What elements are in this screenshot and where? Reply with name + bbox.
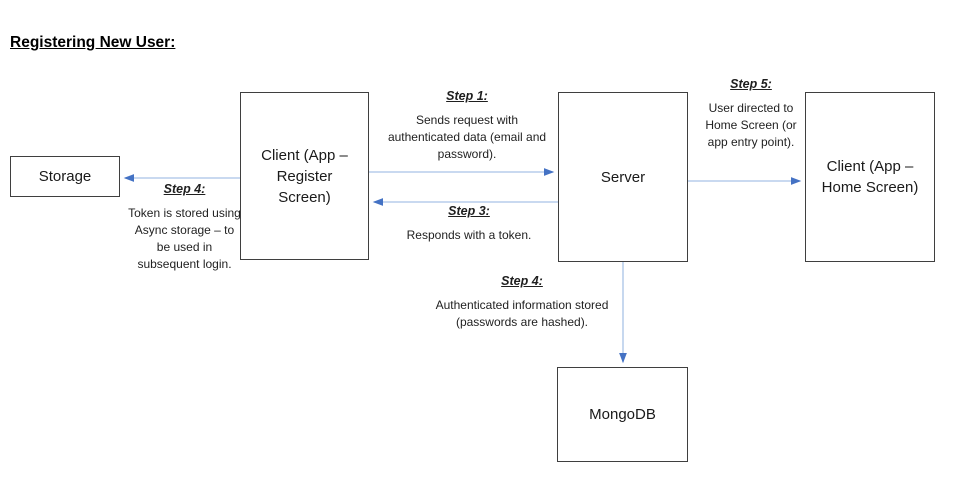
node-client-register: Client (App – Register Screen) <box>240 92 369 260</box>
node-mongodb: MongoDB <box>557 367 688 462</box>
step4-db-annotation: Step 4: Authenticated information stored… <box>433 273 611 331</box>
node-mongodb-label: MongoDB <box>589 406 656 423</box>
node-server-label: Server <box>600 168 646 186</box>
node-client-home-label: Client (App – Home Screen) <box>821 158 919 196</box>
step4-storage-annotation: Step 4: Token is stored using Async stor… <box>127 181 242 273</box>
step4-storage-heading: Step 4: <box>163 182 206 196</box>
step1-annotation: Step 1: Sends request with authenticated… <box>383 88 551 163</box>
node-client-home: Client (App – Home Screen) <box>805 92 935 262</box>
step5-annotation: Step 5: User directed to Home Screen (or… <box>696 76 806 151</box>
step3-heading: Step 3: <box>448 204 490 218</box>
step4-storage-text: Token is stored using Async storage – to… <box>128 206 241 271</box>
step5-heading: Step 5: <box>730 77 772 91</box>
step3-annotation: Step 3: Responds with a token. <box>390 203 548 244</box>
node-server: Server <box>558 92 688 262</box>
step4-db-text: Authenticated information stored (passwo… <box>435 298 609 329</box>
node-storage-label: Storage <box>38 168 92 185</box>
step1-text: Sends request with authenticated data (e… <box>387 113 547 161</box>
node-storage: Storage <box>10 156 120 197</box>
step3-text: Responds with a token. <box>406 228 532 242</box>
step4-db-heading: Step 4: <box>501 274 543 288</box>
step5-text: User directed to Home Screen (or app ent… <box>705 101 797 149</box>
node-client-register-label: Client (App – Register Screen) <box>261 146 348 206</box>
diagram-title: Registering New User: <box>10 34 176 51</box>
step1-heading: Step 1: <box>446 89 488 103</box>
